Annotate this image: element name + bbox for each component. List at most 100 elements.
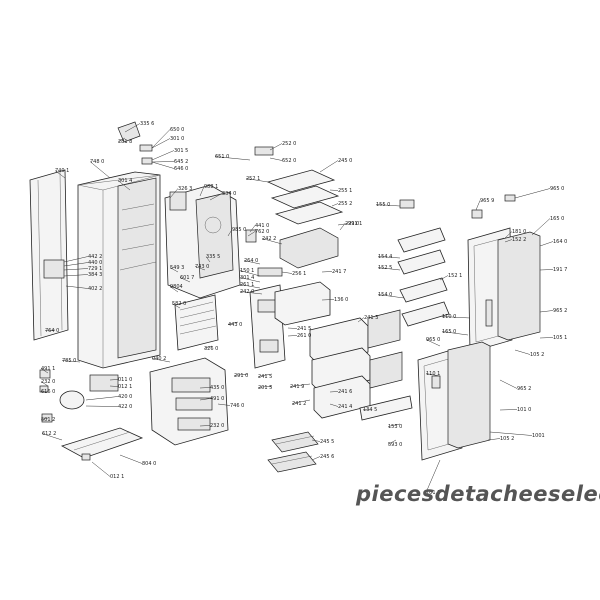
leader-line	[151, 358, 171, 363]
part-number-label: 785 0	[62, 358, 76, 364]
leader-line	[531, 218, 551, 236]
leader-line	[289, 383, 311, 387]
leader-line	[243, 260, 261, 265]
leader-line	[179, 277, 191, 283]
leader-line	[425, 373, 441, 377]
leader-line	[205, 256, 211, 263]
part-number-label: 252 1	[246, 176, 260, 182]
leader-line	[514, 349, 531, 355]
part-number-label: 232 0	[210, 423, 224, 429]
part-number-label: 241 9	[290, 384, 304, 390]
leader-line	[169, 286, 179, 293]
part-number-label: 101 1	[426, 490, 440, 496]
part-number-label: 256 1	[292, 271, 306, 277]
part-number-label: 154 0	[378, 292, 392, 298]
leader-line	[375, 204, 401, 207]
leader-line	[63, 256, 89, 263]
leader-line	[194, 266, 206, 271]
leader-line	[40, 391, 49, 393]
leader-line	[425, 339, 441, 347]
part-number-label: 136 0	[334, 297, 348, 303]
part-number-label: 241 2	[292, 401, 306, 407]
part-number-label: 440 0	[88, 260, 102, 266]
part-number-label: 422 0	[118, 404, 132, 410]
leader-line	[311, 439, 321, 442]
leader-line	[387, 439, 397, 445]
part-number-label: 241 5	[297, 326, 311, 332]
part-number-label: 110 0	[442, 314, 456, 320]
part-number-label: 435 0	[210, 385, 224, 391]
part-number-label: 646 0	[174, 166, 188, 172]
part-number-label: 242 0	[240, 289, 254, 295]
part-number-label: 965 2	[553, 308, 567, 314]
part-number-label: 241 3	[364, 315, 378, 321]
part-number-label: 965 2	[517, 386, 531, 392]
leader-line	[85, 405, 119, 407]
cabinet-body	[77, 171, 161, 369]
leader-line	[169, 188, 179, 199]
part-number-label: 264 0	[244, 258, 258, 264]
lower-back-cover	[149, 357, 229, 446]
part-number-label: 582 0	[172, 301, 186, 307]
leader-line	[261, 238, 283, 245]
part-number-label: 105 1	[553, 335, 567, 341]
part-number-label: 988 1	[204, 184, 218, 190]
glass-shelves	[257, 169, 344, 277]
part-number-label: 241 7	[332, 269, 346, 275]
side-panel	[29, 169, 69, 341]
part-number-label: 804 0	[142, 461, 156, 467]
part-number-label: 301 0	[170, 136, 184, 142]
part-number-label: 153 0	[388, 424, 402, 430]
part-number-label: 245 0	[338, 158, 352, 164]
leader-line	[171, 303, 181, 309]
part-number-label: 155 0	[376, 202, 390, 208]
part-number-label: 612 2	[42, 431, 56, 437]
leader-line	[239, 291, 263, 295]
leader-line	[362, 409, 373, 411]
part-number-label: 152 5	[378, 265, 392, 271]
part-number-label: 335 6	[140, 121, 154, 127]
part-number-label: 152 1	[448, 273, 462, 279]
part-number-label: 012 1	[110, 474, 124, 480]
part-number-label: 040 2	[152, 356, 166, 362]
leader-line	[151, 150, 175, 161]
lower-door	[417, 341, 491, 461]
leader-line	[287, 327, 298, 329]
leader-line	[539, 310, 554, 313]
part-number-label: 291 0	[345, 221, 359, 227]
leader-line	[239, 277, 261, 283]
part-number-label: 729 1	[88, 266, 102, 272]
top-hinge-parts	[117, 121, 153, 165]
part-number-label: 549 3	[170, 265, 184, 271]
leader-line	[245, 178, 269, 183]
leader-line	[475, 200, 481, 211]
leader-line	[487, 438, 501, 441]
door-bins	[397, 227, 450, 327]
leader-line	[117, 180, 131, 191]
leader-line	[291, 399, 311, 404]
part-number-label: 181 0	[512, 229, 526, 235]
leader-line	[85, 396, 119, 401]
leader-line	[311, 456, 321, 461]
leader-line	[329, 189, 339, 191]
leader-line	[91, 461, 111, 477]
part-number-label: 301 4	[240, 275, 254, 281]
part-number-label: 616 0	[41, 389, 55, 395]
part-number-label: 105 2	[500, 436, 514, 442]
leader-line	[227, 229, 233, 237]
leader-lines	[40, 123, 554, 493]
leader-line	[249, 225, 256, 233]
part-number-label: 743 0	[195, 264, 209, 270]
leader-line	[169, 267, 179, 273]
leader-line	[40, 368, 49, 374]
part-number-label: 335 5	[206, 254, 220, 260]
part-number-label: 652 0	[282, 158, 296, 164]
leader-line	[257, 373, 273, 377]
leader-line	[109, 379, 119, 381]
leader-line	[339, 223, 346, 231]
leader-line	[337, 223, 349, 226]
leader-line	[151, 138, 171, 149]
leader-line	[287, 335, 298, 337]
